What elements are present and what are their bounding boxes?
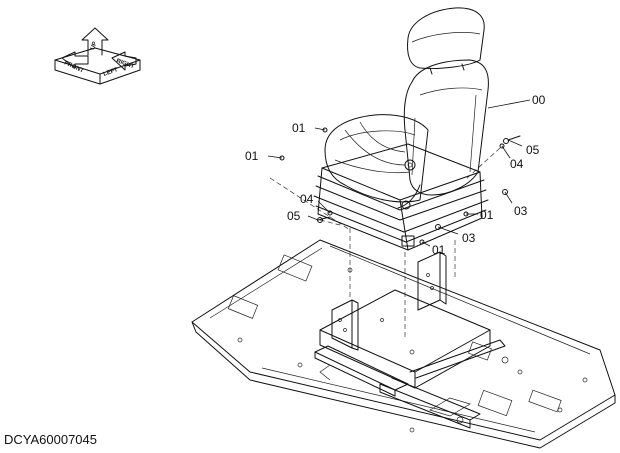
left-label: LEFT (103, 67, 119, 78)
bolt-05-right-icon (503, 135, 521, 144)
bolt-01-center-icon (419, 239, 425, 245)
callout-04-right: 04 (510, 157, 524, 171)
callout-03-right: 03 (514, 204, 528, 218)
orientation-arrows-icon: UP FRONT LEFT RIGHT (54, 27, 141, 85)
seat-cushion (324, 114, 429, 203)
callout-labels: 00 01 01 01 01 03 03 04 04 05 05 (245, 93, 546, 257)
callout-00: 00 (532, 93, 546, 107)
nut-03-right-icon (502, 189, 508, 195)
nut-03-center-icon (435, 224, 441, 230)
up-label: UP (90, 41, 98, 51)
callout-03-center: 03 (462, 231, 476, 245)
callout-04-left: 04 (300, 192, 314, 206)
floor-plate (191, 239, 616, 449)
seat-backrest (397, 59, 489, 209)
washer-04-left-icon (327, 210, 333, 216)
washer-04-right-icon (499, 143, 505, 149)
document-id: DCYA60007045 (4, 432, 97, 447)
callout-01-bottom: 01 (432, 243, 446, 257)
seat-headrest (407, 7, 485, 75)
callout-05-left: 05 (287, 209, 301, 223)
callout-01-right: 01 (480, 208, 494, 222)
seat-mount-frame (314, 251, 506, 429)
callout-01-left: 01 (245, 149, 259, 163)
callout-05-right: 05 (526, 143, 540, 157)
assembly-guide-lines (269, 147, 501, 340)
front-label: FRONT (63, 60, 85, 74)
callout-01-top: 01 (292, 121, 306, 135)
leader-lines (267, 99, 531, 247)
fasteners (279, 127, 521, 245)
